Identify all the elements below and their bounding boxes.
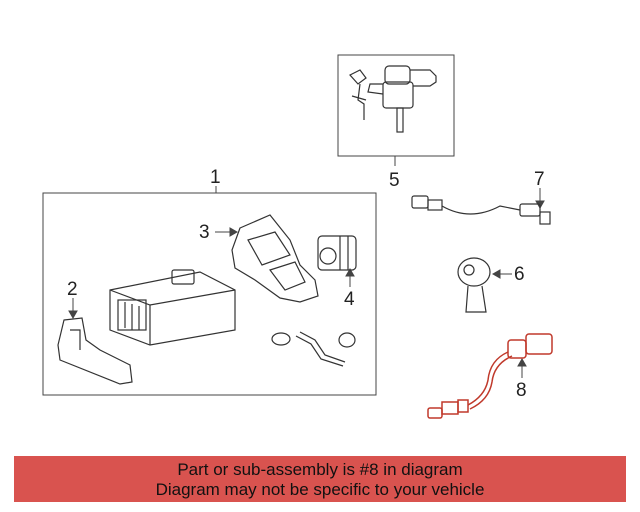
group-5-frame xyxy=(337,54,455,157)
part-8-oxygen-sensor xyxy=(427,333,553,419)
part-5-valve xyxy=(349,65,437,133)
group-1-frame xyxy=(42,192,377,396)
callout-2: 2 xyxy=(67,279,78,300)
arrow-2 xyxy=(68,298,78,320)
part-2-bracket xyxy=(57,317,133,385)
arrow-3 xyxy=(215,227,239,237)
callout-6: 6 xyxy=(514,264,525,285)
callout-8: 8 xyxy=(516,380,527,401)
arrow-8 xyxy=(517,357,527,378)
notice-line-1: Part or sub-assembly is #8 in diagram xyxy=(177,460,463,479)
arrow-4 xyxy=(345,267,355,287)
callout-3: 3 xyxy=(199,222,210,243)
notice-line-2: Diagram may not be specific to your vehi… xyxy=(155,480,485,499)
arrow-6 xyxy=(491,269,512,279)
charcoal-canister xyxy=(109,269,236,346)
callout-5: 5 xyxy=(389,170,400,191)
part-4-solenoid xyxy=(317,235,357,271)
callout-1: 1 xyxy=(210,167,221,188)
notice-banner: Part or sub-assembly is #8 in diagram Di… xyxy=(14,456,626,502)
part-7-sensor xyxy=(411,195,551,225)
callout-4: 4 xyxy=(344,289,355,310)
part-6-knock-sensor xyxy=(457,257,491,313)
part-3-bracket xyxy=(231,214,319,303)
hose-and-clamps xyxy=(271,331,356,367)
callout-7: 7 xyxy=(534,169,545,190)
